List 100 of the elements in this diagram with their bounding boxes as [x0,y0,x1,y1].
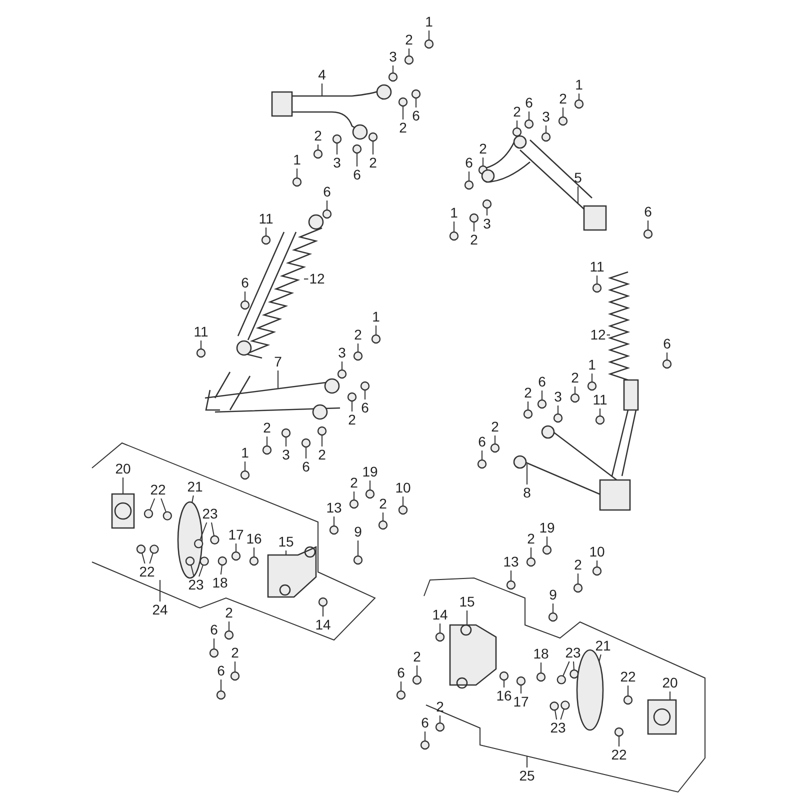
callout-number: 2 [225,606,233,620]
fastener [512,127,522,137]
fastener [411,89,421,99]
fastener [230,671,240,681]
callout-number: 1 [450,206,458,220]
callout-number: 16 [496,688,512,704]
callout-number: 20 [115,462,131,476]
callout-number: 3 [542,110,550,124]
callout-number: 6 [465,156,473,170]
leader-line [150,498,156,510]
callout-number: 6 [217,664,225,678]
control-arm [204,371,341,420]
callout-number: 13 [326,500,342,516]
callout-number: 3 [333,156,341,170]
leader-line [220,679,222,692]
leader-line [364,390,366,400]
leader-line [326,200,328,210]
leader-line [392,65,394,74]
callout-number: 2 [413,650,421,664]
fastener [542,545,552,555]
fastener [570,393,580,403]
callout-number: 3 [554,390,562,404]
callout-number: 6 [478,434,486,450]
callout-number: 6 [361,400,369,416]
leader-line [234,661,236,672]
fastener [592,566,602,576]
fastener [398,505,408,515]
fastener [574,99,584,109]
leader-line [192,495,194,504]
leader-line [200,340,202,350]
leader-line [526,756,528,768]
callout-number: 6 [421,716,429,730]
leader-line [618,736,620,747]
callout-number: 7 [274,354,282,370]
callout-number: 15 [278,534,294,550]
callout-number: 3 [282,448,290,462]
leader-line [382,512,384,522]
leader-line [190,564,194,577]
callout-number: 10 [395,480,411,496]
fastener [662,359,672,369]
callout-number: 2 [574,558,582,572]
leader-line [552,603,554,614]
callout-number: 13 [503,554,519,570]
fastener [420,740,430,750]
fastener [347,392,357,402]
callout-number: 21 [187,480,203,494]
callout-number: 1 [372,310,380,324]
leader-line [606,334,610,336]
callout-number: 6 [525,96,533,110]
callout-number: 17 [513,694,529,710]
leader-line [573,661,574,670]
leader-line [540,662,542,674]
leader-line [198,564,204,577]
shock-absorber [608,271,639,477]
fastener [523,409,533,419]
fastener [412,675,422,685]
leader-line [296,168,298,178]
callout-number: 4 [318,68,326,82]
leader-line [546,536,548,546]
fastener [209,648,219,658]
callout-number: 2 [263,420,271,436]
leader-line [211,522,214,536]
fastener [388,72,398,82]
fastener [292,177,302,187]
callout-number: 2 [314,128,322,144]
control-arm [481,135,607,231]
callout-number: 21 [595,638,611,654]
leader-line [336,142,338,155]
leader-line [486,208,488,216]
leader-line [574,386,576,394]
leader-line [200,522,208,540]
callout-number: 2 [348,412,356,428]
leader-line [516,120,518,128]
callout-number: 22 [139,564,155,580]
fastener [313,149,323,159]
fastener [352,144,362,154]
callout-number: 24 [152,602,168,618]
callout-number: 2 [527,532,535,546]
callout-number: 16 [246,532,262,546]
leader-line [220,564,222,575]
callout-number: 18 [533,646,549,662]
callout-number: 6 [302,460,310,474]
fastener [216,690,226,700]
callout-number: 12 [309,272,325,286]
callout-number: 6 [538,374,546,390]
leader-line [149,552,154,564]
fastener [541,132,551,142]
leader-line [562,107,564,118]
callout-number: 9 [549,588,557,602]
leader-line [554,710,558,720]
fastener [317,426,327,436]
leader-line [372,140,374,155]
fastener [526,557,536,567]
callout-number: 2 [436,700,444,714]
callout-number: 2 [470,232,478,248]
callout-number: 25 [519,768,535,784]
callout-number: 22 [611,748,627,762]
callout-number: 1 [241,446,249,460]
leader-line [520,684,522,694]
leader-line [142,552,146,564]
